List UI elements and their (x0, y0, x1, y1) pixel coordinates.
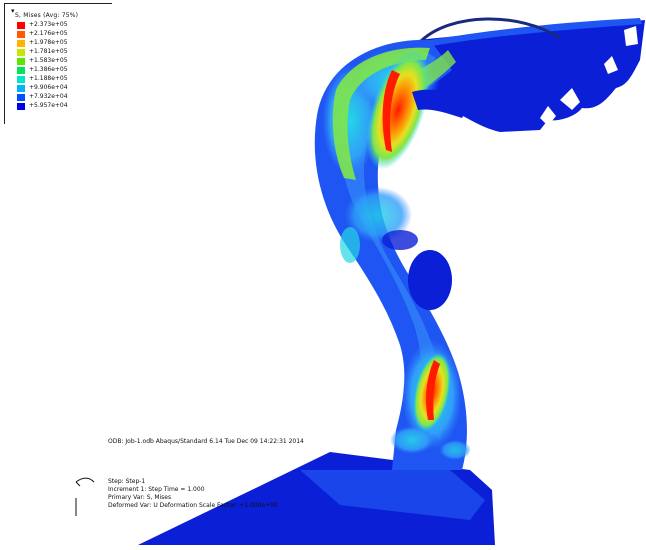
legend-title: S, Mises (Avg: 75%) (15, 12, 79, 19)
fin-notch (560, 88, 580, 110)
legend-label: +1.781e+05 (29, 48, 68, 55)
legend-marker-icon: ▾ (11, 7, 15, 15)
fin-notch (604, 56, 618, 74)
top-arc (418, 17, 561, 44)
legend-label: +1.978e+05 (29, 39, 68, 46)
legend-label: +9.906e+04 (29, 84, 68, 91)
legend-swatch (17, 103, 25, 110)
coordinate-axes-icon (75, 477, 95, 516)
legend-entry: +1.188e+05 (17, 75, 113, 83)
legend-swatch (17, 40, 25, 47)
legend-swatch (17, 22, 25, 29)
legend-box: ▾ S, Mises (Avg: 75%) +2.373e+05 +2.176e+… (4, 3, 112, 124)
contour-deep-blue (412, 89, 470, 118)
legend-label: +2.373e+05 (29, 21, 68, 28)
legend-label: +5.957e+04 (29, 102, 68, 109)
top-fin (418, 20, 645, 132)
primary-var-line: Primary Var: S, Mises (108, 494, 172, 501)
odb-info-line: ODB: Job-1.odb Abaqus/Standard 6.14 Tue … (108, 438, 304, 445)
legend-label: +1.386e+05 (29, 66, 68, 73)
hotspot-upper-core (382, 70, 400, 152)
contour-cyan (439, 440, 471, 460)
legend-swatch (17, 58, 25, 65)
legend-label: +1.188e+05 (29, 75, 68, 82)
legend-entry: +1.978e+05 (17, 39, 113, 47)
step-info-line: Step: Step-1 (108, 478, 146, 485)
legend-swatch (17, 49, 25, 56)
legend-entry: +2.373e+05 (17, 21, 113, 29)
deformed-var-line: Deformed Var: U Deformation Scale Factor… (108, 502, 278, 509)
legend-swatch (17, 31, 25, 38)
legend-entry: +9.906e+04 (17, 84, 113, 92)
top-fin-highlight (430, 18, 642, 46)
contour-green (332, 47, 430, 180)
legend-entry: +1.386e+05 (17, 66, 113, 74)
legend-entry: +2.176e+05 (17, 30, 113, 38)
legend-entry: +1.583e+05 (17, 57, 113, 65)
base-plate-shade (300, 470, 485, 520)
legend-entry: +7.932e+04 (17, 93, 113, 101)
legend-swatch (17, 85, 25, 92)
contour-cyan (390, 426, 434, 454)
contour-cyan (344, 187, 412, 243)
legend-label: +7.932e+04 (29, 93, 68, 100)
legend-swatch (17, 67, 25, 74)
legend-label: +2.176e+05 (29, 30, 68, 37)
contour-deep-blue (408, 250, 452, 310)
hotspot-upper (366, 50, 430, 170)
legend-entry: +1.781e+05 (17, 48, 113, 56)
increment-info-line: Increment 1: Step Time = 1.000 (108, 486, 205, 493)
legend-swatch (17, 94, 25, 101)
legend-label: +1.583e+05 (29, 57, 68, 64)
contour-deep-blue (382, 230, 418, 250)
contour-mid (340, 227, 360, 263)
fin-notch (624, 26, 638, 46)
legend-swatch (17, 76, 25, 83)
hotspot-lower-core (426, 360, 440, 420)
fin-notch (540, 106, 556, 126)
legend-entry: +5.957e+04 (17, 102, 113, 110)
